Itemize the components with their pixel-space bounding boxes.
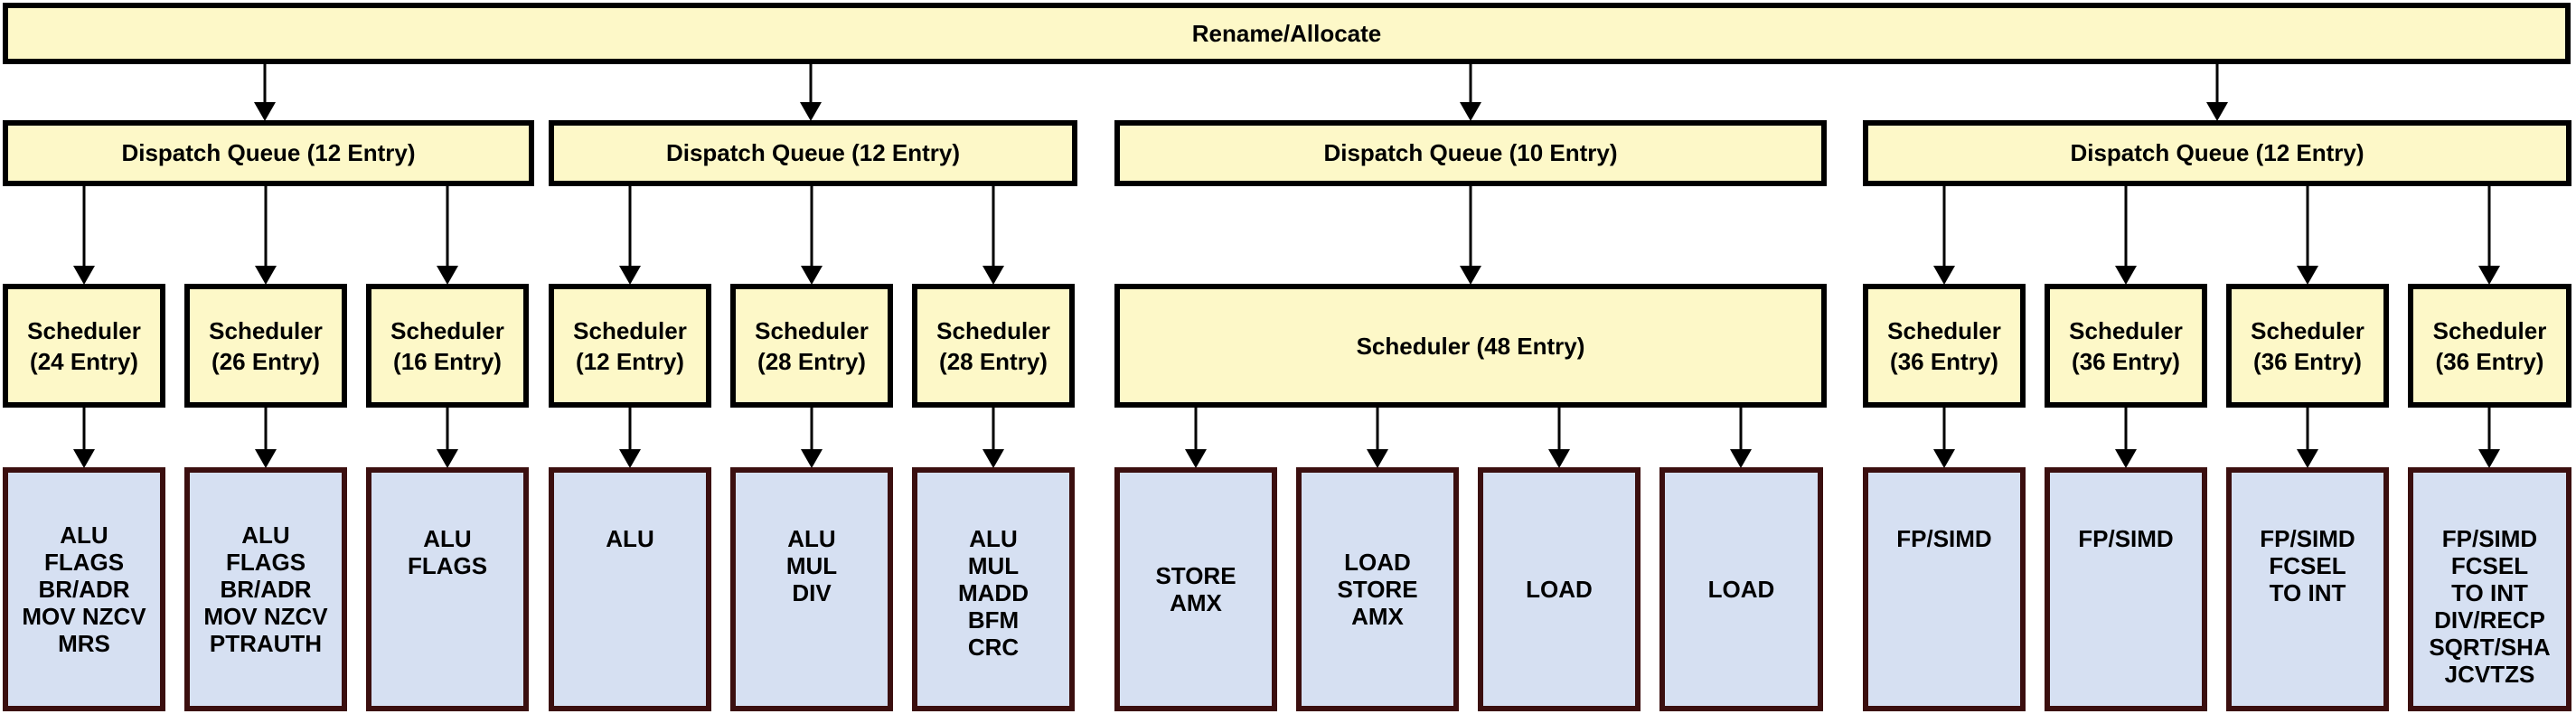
execution-unit-1: ALU FLAGS BR/ADR MOV NZCV MRS <box>3 467 165 711</box>
execution-unit-3: ALU FLAGS <box>366 467 529 711</box>
execution-unit-8: LOAD STORE AMX <box>1296 467 1459 711</box>
execution-unit-label: FP/SIMD FCSEL TO INT <box>2260 525 2355 606</box>
execution-unit-14: FP/SIMD FCSEL TO INT DIV/RECP SQRT/SHA J… <box>2408 467 2571 711</box>
scheduler-label: Scheduler (48 Entry) <box>1356 332 1585 360</box>
execution-unit-13: FP/SIMD FCSEL TO INT <box>2226 467 2389 711</box>
execution-unit-label: ALU FLAGS <box>407 525 488 579</box>
execution-unit-12: FP/SIMD <box>2045 467 2207 711</box>
scheduler-label: Scheduler (26 Entry) <box>209 316 323 375</box>
scheduler-label: Scheduler (36 Entry) <box>2251 316 2364 375</box>
execution-unit-label: FP/SIMD <box>1896 525 1992 552</box>
dispatch-queue-label: Dispatch Queue (12 Entry) <box>665 139 961 166</box>
dispatch-queue-2: Dispatch Queue (12 Entry) <box>549 120 1077 186</box>
scheduler-label: Scheduler (28 Entry) <box>755 316 869 375</box>
execution-unit-label: FP/SIMD <box>2078 525 2174 552</box>
rename-allocate-label: Rename/Allocate <box>1191 19 1382 47</box>
dispatch-queue-4: Dispatch Queue (12 Entry) <box>1863 120 2571 186</box>
execution-unit-label: STORE AMX <box>1155 562 1236 616</box>
execution-unit-label: ALU FLAGS BR/ADR MOV NZCV PTRAUTH <box>203 521 328 657</box>
execution-unit-10: LOAD <box>1659 467 1823 711</box>
scheduler-5: Scheduler (28 Entry) <box>730 284 893 408</box>
scheduler-label: Scheduler (12 Entry) <box>573 316 687 375</box>
execution-unit-2: ALU FLAGS BR/ADR MOV NZCV PTRAUTH <box>184 467 347 711</box>
dispatch-queue-label: Dispatch Queue (12 Entry) <box>2070 139 2364 166</box>
scheduler-7: Scheduler (48 Entry) <box>1114 284 1827 408</box>
scheduler-9: Scheduler (36 Entry) <box>2045 284 2207 408</box>
scheduler-6: Scheduler (28 Entry) <box>912 284 1075 408</box>
scheduler-1: Scheduler (24 Entry) <box>3 284 165 408</box>
execution-unit-6: ALU MUL MADD BFM CRC <box>912 467 1075 711</box>
scheduler-label: Scheduler (36 Entry) <box>2069 316 2183 375</box>
scheduler-label: Scheduler (24 Entry) <box>27 316 141 375</box>
execution-unit-7: STORE AMX <box>1114 467 1277 711</box>
execution-unit-label: ALU <box>606 525 654 552</box>
execution-unit-11: FP/SIMD <box>1863 467 2026 711</box>
execution-unit-4: ALU <box>549 467 711 711</box>
scheduler-8: Scheduler (36 Entry) <box>1863 284 2026 408</box>
execution-unit-label: LOAD <box>1707 576 1775 603</box>
dispatch-queue-1: Dispatch Queue (12 Entry) <box>3 120 534 186</box>
dispatch-queue-label: Dispatch Queue (12 Entry) <box>121 139 416 166</box>
execution-unit-label: FP/SIMD FCSEL TO INT DIV/RECP SQRT/SHA J… <box>2429 525 2551 688</box>
scheduler-10: Scheduler (36 Entry) <box>2226 284 2389 408</box>
scheduler-label: Scheduler (16 Entry) <box>390 316 504 375</box>
execution-unit-label: ALU MUL MADD BFM CRC <box>958 525 1029 661</box>
execution-unit-label: ALU FLAGS BR/ADR MOV NZCV MRS <box>22 521 146 657</box>
rename-allocate-box: Rename/Allocate <box>3 3 2571 64</box>
scheduler-label: Scheduler (28 Entry) <box>936 316 1050 375</box>
execution-unit-label: LOAD <box>1526 576 1593 603</box>
scheduler-4: Scheduler (12 Entry) <box>549 284 711 408</box>
dispatch-queue-3: Dispatch Queue (10 Entry) <box>1114 120 1827 186</box>
execution-unit-5: ALU MUL DIV <box>730 467 893 711</box>
execution-unit-9: LOAD <box>1478 467 1641 711</box>
execution-unit-label: ALU MUL DIV <box>785 525 838 606</box>
scheduler-label: Scheduler (36 Entry) <box>1887 316 2001 375</box>
scheduler-2: Scheduler (26 Entry) <box>184 284 347 408</box>
scheduler-11: Scheduler (36 Entry) <box>2408 284 2571 408</box>
scheduler-3: Scheduler (16 Entry) <box>366 284 529 408</box>
scheduler-label: Scheduler (36 Entry) <box>2432 316 2547 375</box>
dispatch-queue-label: Dispatch Queue (10 Entry) <box>1323 139 1618 166</box>
execution-unit-label: LOAD STORE AMX <box>1337 549 1418 630</box>
